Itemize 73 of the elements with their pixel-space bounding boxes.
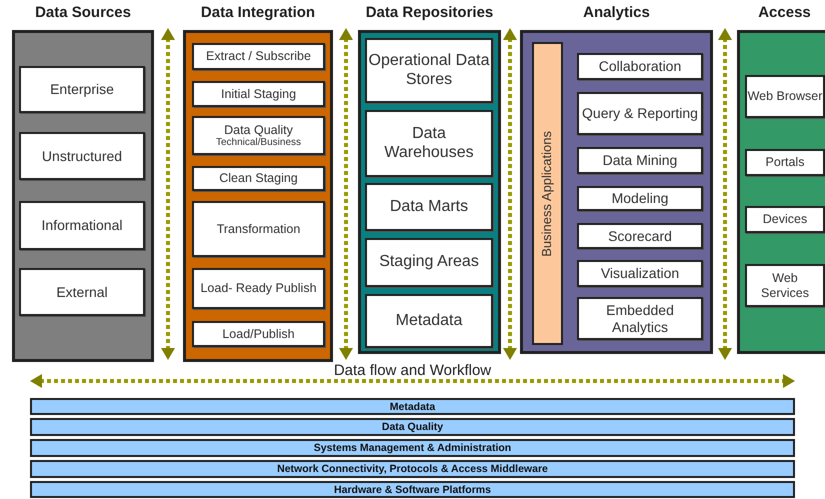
- band-label: Data Quality: [382, 421, 444, 433]
- band-label: Systems Management & Administration: [314, 442, 512, 454]
- box-label: Unstructured: [42, 148, 122, 164]
- process-box: [365, 38, 493, 103]
- process-box: [365, 238, 493, 287]
- process-box: [192, 43, 325, 70]
- process-box: [192, 116, 325, 155]
- process-box: [365, 110, 493, 177]
- box-label: Scorecard: [608, 228, 672, 244]
- box-label: Data Quality: [224, 122, 293, 137]
- band-label: Hardware & Software Platforms: [334, 484, 491, 496]
- process-box: [192, 201, 325, 257]
- process-box: [192, 268, 325, 309]
- box-label: Load- Ready Publish: [200, 281, 317, 296]
- process-box: [745, 149, 825, 176]
- column-heading: Access: [758, 4, 811, 21]
- box-label: Operational Data Stores: [368, 52, 490, 89]
- process-box: [19, 132, 145, 180]
- process-box: [192, 321, 325, 347]
- layer-band: [30, 439, 795, 457]
- box-label: Enterprise: [50, 81, 114, 98]
- column-heading: Data Integration: [200, 4, 316, 21]
- band-label: Network Connectivity, Protocols & Access Middleware: [277, 463, 548, 475]
- process-box: [745, 264, 825, 307]
- band-label: Metadata: [390, 400, 436, 412]
- box-label: Technical/Business: [216, 136, 302, 148]
- box-label: Data Warehouses: [383, 125, 475, 162]
- process-box: [577, 92, 703, 135]
- process-box: [192, 166, 325, 191]
- box-label: Initial Staging: [220, 86, 296, 102]
- process-box: [577, 147, 703, 174]
- process-box: [577, 297, 703, 340]
- process-box: [365, 183, 493, 231]
- box-label: Devices: [762, 212, 808, 227]
- layer-band: [30, 460, 795, 478]
- process-box: [577, 53, 703, 80]
- process-box: [19, 201, 145, 250]
- process-box: [745, 75, 825, 118]
- column-heading: Data Repositories: [366, 4, 494, 21]
- box-label: External: [56, 284, 108, 300]
- box-label: Staging Areas: [379, 253, 479, 272]
- process-box: [365, 294, 493, 348]
- process-box: [577, 223, 703, 249]
- layer-band: [30, 418, 795, 436]
- process-box: [577, 260, 703, 287]
- box-label: Informational: [42, 217, 122, 234]
- process-box: [19, 66, 145, 113]
- box-label: Embedded Analytics: [605, 302, 675, 335]
- box-label: Web Services: [760, 271, 810, 300]
- box-label: Transformation: [216, 222, 300, 236]
- layer-band: [30, 398, 795, 415]
- box-label: Data Marts: [390, 198, 468, 216]
- box-label: Collaboration: [598, 58, 682, 75]
- box-label: Business Applications: [540, 130, 555, 256]
- box-label: Visualization: [600, 265, 680, 282]
- process-box: [19, 268, 145, 316]
- layer-band: [30, 481, 795, 498]
- flow-label: Data flow and Workflow: [332, 362, 492, 379]
- column-heading: Data Sources: [35, 4, 131, 21]
- box-label: Extract / Subscribe: [206, 49, 311, 64]
- box-label: Data Mining: [602, 152, 678, 169]
- process-box: [192, 81, 325, 107]
- process-box: [577, 186, 703, 211]
- box-label: Query & Reporting: [582, 105, 698, 122]
- box-label: Web Browser: [748, 89, 822, 104]
- application-bar: [532, 42, 563, 345]
- process-box: [745, 206, 825, 233]
- box-label: Load/Publish: [222, 326, 295, 342]
- box-label: Clean Staging: [219, 171, 298, 186]
- box-label: Portals: [766, 155, 804, 170]
- box-label: Metadata: [396, 312, 462, 330]
- box-label: Modeling: [612, 190, 668, 207]
- column-heading: Analytics: [583, 4, 650, 21]
